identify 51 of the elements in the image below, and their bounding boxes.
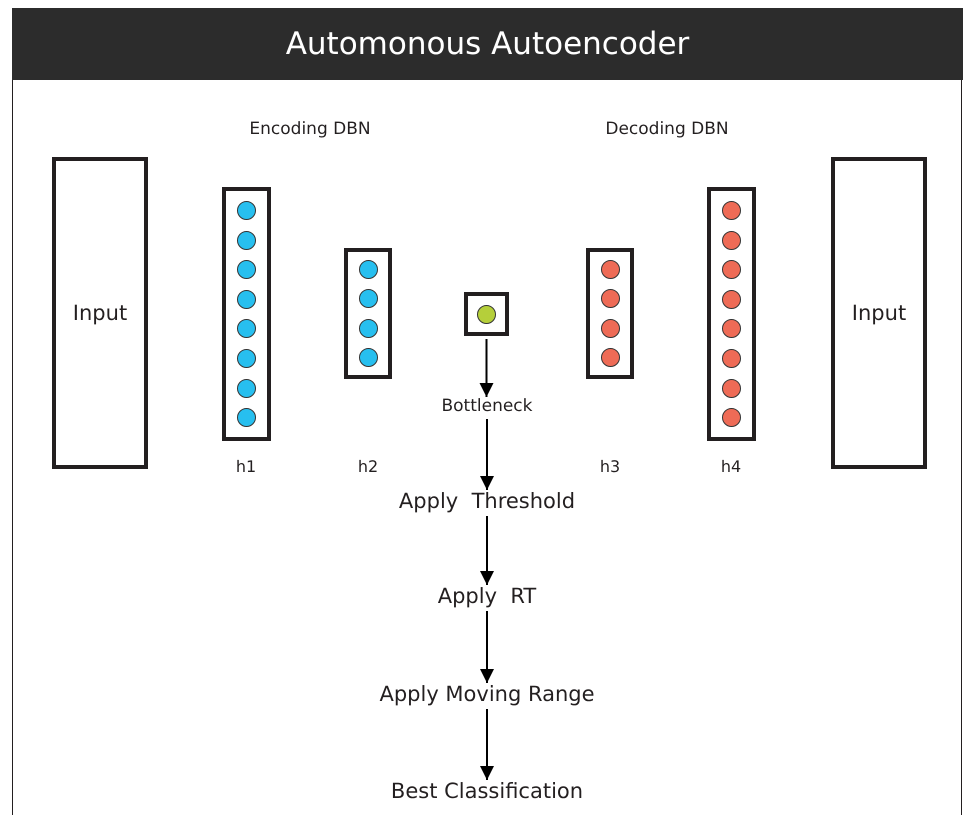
arrow [480,516,494,585]
neuron-circle [722,319,741,338]
arrow [480,611,494,683]
neuron-circle [358,318,378,338]
layer-box [464,292,509,336]
neuron-circle [722,230,741,250]
neuron-circle [358,289,378,308]
step-label: Best Classification [390,779,584,803]
neuron-circle [600,289,620,308]
neuron-circle [722,348,741,368]
neuron-circle [722,290,741,309]
input-box [52,157,148,469]
neuron-circle [722,378,741,398]
neuron-circle [237,290,256,309]
step-label: Apply Moving Range [379,682,595,706]
layer-box [344,248,392,379]
neuron-circle [237,200,256,220]
group-heading: Decoding DBN [605,119,729,139]
neuron-circle [600,318,620,338]
neuron-circle [358,348,378,368]
input-box [831,157,927,469]
neuron-circle [722,260,741,280]
layer-box [222,187,271,441]
neuron-circle [237,260,256,280]
neuron-circle [237,378,256,398]
neuron-circle [600,348,620,368]
layer-box [707,187,756,441]
arrow [480,419,494,490]
neuron-circle [237,408,256,428]
arrow [480,339,494,397]
neuron-circle [237,348,256,368]
neuron-circle [477,304,496,324]
group-heading: Encoding DBN [249,119,371,139]
box-label: Input [72,301,128,325]
title-bar: Automonous Autoencoder [12,8,963,80]
arrow [480,709,494,780]
step-label: Apply Threshold [398,489,576,513]
layer-box [586,248,634,379]
neuron-circle [237,230,256,250]
layer-label: h4 [720,457,742,476]
layer-label: h3 [600,457,620,476]
neuron-circle [722,408,741,428]
layer-label: h2 [358,457,378,476]
box-label: Input [852,301,906,325]
neuron-circle [600,260,620,279]
neuron-circle [722,200,741,220]
neuron-circle [237,319,256,338]
layer-label: h1 [236,457,256,476]
step-label: Bottleneck [442,396,532,416]
neuron-circle [358,260,378,279]
step-label: Apply RT [438,584,536,608]
